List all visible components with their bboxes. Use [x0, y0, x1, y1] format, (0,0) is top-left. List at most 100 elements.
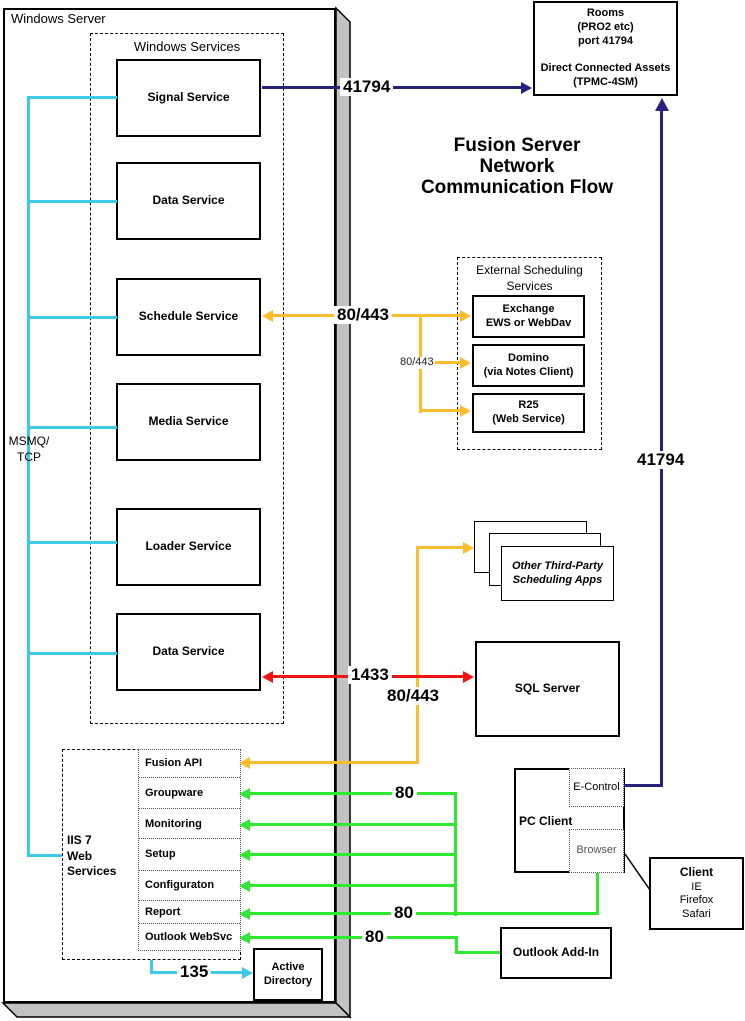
external-scheduling-label: External Scheduling Services: [476, 263, 583, 293]
service-label: Signal Service: [147, 90, 230, 105]
port-80-443-branch-label: 80/443: [399, 356, 435, 369]
rooms-box: Rooms (PRO2 etc) port 41794 Direct Conne…: [533, 1, 678, 96]
port-41794-right-label: 41794: [634, 451, 688, 469]
port-80-outlook-label: 80: [362, 928, 387, 946]
msmq-branch-media: [27, 426, 117, 429]
outlook-addin-label: Outlook Add-In: [512, 945, 600, 960]
browser-box: Browser: [569, 829, 624, 873]
green-trunk-vertical: [454, 792, 457, 916]
service-label: Loader Service: [145, 539, 232, 554]
service-box-signal: Signal Service: [116, 59, 261, 137]
port-1433-label: 1433: [348, 666, 392, 684]
setup-arrowhead: [239, 849, 250, 861]
domino-box: Domino (via Notes Client): [472, 344, 585, 387]
iis-row-setup: Setup: [139, 839, 240, 871]
active-directory-label: Active Directory: [263, 960, 313, 987]
msmq-branch-schedule: [27, 316, 117, 319]
ad-link-arrowhead: [242, 967, 253, 979]
fusionapi-link-horizontal: [249, 761, 416, 764]
browser-drop-vertical: [596, 873, 599, 915]
fusionapi-arrowhead: [239, 757, 250, 769]
sql-server-label: SQL Server: [514, 681, 581, 696]
domino-branch-line: [419, 361, 460, 364]
e-control-label: E-Control: [573, 780, 620, 793]
sql-server-box: SQL Server: [475, 641, 620, 737]
external-scheduling-group: [457, 257, 602, 450]
service-label: Data Service: [152, 193, 225, 208]
econtrol-link-vertical: [660, 109, 663, 787]
iis-row-report: Report: [139, 900, 240, 925]
windows-services-group: [90, 33, 284, 724]
report-line: [249, 912, 597, 915]
service-box-data: Data Service: [116, 162, 261, 240]
thirdparty-link-top: [417, 546, 464, 549]
e-control-box: E-Control: [569, 768, 624, 807]
groupware-arrowhead: [239, 788, 250, 800]
service-box-media: Media Service: [116, 383, 261, 461]
port-135-label: 135: [177, 963, 212, 981]
windows-server-label: Windows Server: [11, 11, 106, 26]
dataservice-arrowhead: [262, 671, 273, 683]
msmq-bus-trunk: [27, 96, 30, 857]
msmq-branch-iis: [27, 854, 64, 857]
service-label: Media Service: [148, 414, 229, 429]
domino-arrowhead: [460, 357, 471, 369]
iis-row-label: Outlook WebSvc: [145, 931, 233, 944]
iis-row-label: Monitoring: [145, 817, 202, 830]
rooms-link-arrowhead: [521, 82, 532, 94]
exchange-box: Exchange EWS or WebDav: [472, 295, 585, 338]
ad-link-vertical: [150, 960, 153, 974]
outlook-websvc-arrowhead: [239, 932, 250, 944]
iis-row-label: Groupware: [145, 787, 204, 800]
port-80-443-fusionapi-label: 80/443: [384, 687, 442, 705]
third-party-box: Other Third-Party Scheduling Apps: [501, 546, 614, 601]
pc-client-label: PC Client: [519, 814, 573, 828]
service-label: Schedule Service: [138, 309, 239, 324]
configuraton-arrowhead: [239, 880, 250, 892]
iis-row-label: Configuraton: [145, 879, 215, 892]
domino-label: Domino (via Notes Client): [483, 351, 574, 378]
client-title: Client: [679, 865, 714, 880]
diagram-title: Fusion Server Network Communication Flow: [420, 135, 614, 198]
msmq-branch-data2: [27, 652, 117, 655]
report-arrowhead: [239, 908, 250, 920]
third-party-label: Other Third-Party Scheduling Apps: [511, 559, 604, 586]
service-box-data2: Data Service: [116, 613, 261, 691]
monitoring-line: [249, 823, 454, 826]
iis-label: IIS 7 Web Services: [67, 833, 117, 879]
outlook-addin-box: Outlook Add-In: [500, 927, 612, 979]
service-box-schedule: Schedule Service: [116, 278, 261, 356]
configuraton-line: [249, 884, 454, 887]
rooms-label: Rooms (PRO2 etc) port 41794 Direct Conne…: [540, 7, 671, 88]
exchange-label: Exchange EWS or WebDav: [485, 302, 572, 329]
sql-arrowhead: [463, 671, 474, 683]
iis-rows-column: Fusion API Groupware Monitoring Setup Co…: [138, 749, 241, 951]
thirdparty-arrowhead: [463, 542, 474, 554]
browser-label: Browser: [576, 844, 617, 857]
msmq-label: MSMQ/ TCP: [8, 434, 50, 464]
msmq-branch-loader: [27, 541, 117, 544]
port-80-report-label: 80: [391, 904, 416, 922]
r25-box: R25 (Web Service): [472, 393, 585, 433]
port-80-groupware-label: 80: [392, 784, 417, 802]
iis-row-outlook-websvc: Outlook WebSvc: [139, 924, 240, 950]
outlook-link-vertical: [455, 936, 458, 954]
iis-row-label: Setup: [145, 848, 176, 861]
port-80-443-schedule-label: 80/443: [334, 306, 392, 324]
windows-services-label: Windows Services: [133, 39, 241, 54]
r25-branch-line: [419, 409, 460, 412]
service-label: Data Service: [152, 644, 225, 659]
iis-row-label: Fusion API: [145, 757, 203, 770]
exchange-arrowhead: [460, 310, 471, 322]
iis-row-label: Report: [145, 905, 181, 918]
iis-row-fusion-api: Fusion API: [139, 750, 240, 778]
iis-row-configuraton: Configuraton: [139, 870, 240, 901]
outlook-link-horizontal: [455, 951, 500, 954]
groupware-line: [249, 792, 454, 795]
msmq-branch-data: [27, 200, 117, 203]
fusionapi-link-vertical: [416, 546, 419, 764]
iis-row-groupware: Groupware: [139, 777, 240, 810]
client-box: Client IE Firefox Safari: [649, 857, 744, 930]
port-41794-top-label: 41794: [340, 78, 394, 96]
